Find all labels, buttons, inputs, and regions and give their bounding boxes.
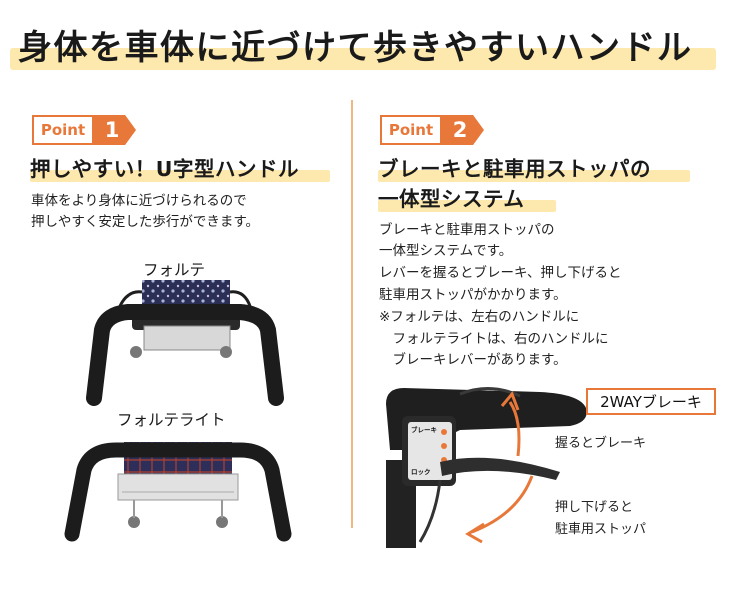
point-1-description-line-1: 車体をより身体に近づけられるので: [31, 193, 247, 209]
point-1-title-highlight: [30, 170, 330, 182]
point-2-title-line-2: 一体型システム: [378, 187, 525, 211]
point-2-badge: Point 2: [380, 115, 484, 145]
point-1-badge-word: Point: [32, 115, 94, 145]
product-name-forte: フォルテ: [143, 261, 206, 279]
headline-highlight: [10, 48, 716, 70]
point-2-title-line-1: ブレーキと駐車用ストッパの: [378, 157, 651, 181]
column-divider: [351, 100, 353, 528]
point-2-description-line-2: 一体型システムです。: [379, 243, 513, 259]
lock-label-text: ロック: [411, 467, 431, 476]
point-2-title-highlight-2: [378, 200, 556, 212]
point-2-description-line-5: ※フォルテは、左右のハンドルに: [379, 309, 580, 325]
point-2-description-line-7: ブレーキレバーがあります。: [379, 352, 567, 368]
point-2-title-highlight-1: [378, 170, 690, 182]
point-2-description-line-1: ブレーキと駐車用ストッパの: [379, 222, 555, 238]
point-2-badge-number: 2: [442, 115, 484, 145]
point-1-badge-number: 1: [94, 115, 136, 145]
page-headline: 身体を車体に近づけて歩きやすいハンドル: [18, 28, 693, 68]
curved-arrow-up-icon: [500, 391, 521, 457]
point-2-description-line-6: フォルテライトは、右のハンドルに: [379, 331, 609, 347]
point-2-badge-word: Point: [380, 115, 442, 145]
two-way-brake-label: 2WAYブレーキ: [586, 388, 716, 415]
product-name-forte-lite: フォルテライト: [117, 411, 226, 429]
point-2-description-line-3: レバーを握るとブレーキ、押し下げると: [379, 265, 622, 281]
point-1-title: 押しやすい！U字型ハンドル: [30, 157, 299, 181]
grip-brake-caption: 握るとブレーキ: [555, 436, 647, 451]
brake-lever-illustration: ブレーキ ロック: [386, 387, 587, 548]
point-2-description-line-4: 駐車用ストッパがかかります。: [379, 287, 567, 303]
brake-label-text: ブレーキ: [411, 425, 437, 434]
push-stopper-caption-line-2: 駐車用ストッパ: [555, 522, 647, 537]
forte-lite-handle-illustration: [64, 442, 292, 542]
push-stopper-caption-line-1: 押し下げると: [555, 500, 634, 515]
forte-handle-illustration: [86, 280, 284, 406]
point-1-badge: Point 1: [32, 115, 136, 145]
curved-arrow-down-icon: [465, 475, 534, 544]
point-1-description-line-2: 押しやすく安定した歩行ができます。: [31, 214, 260, 230]
